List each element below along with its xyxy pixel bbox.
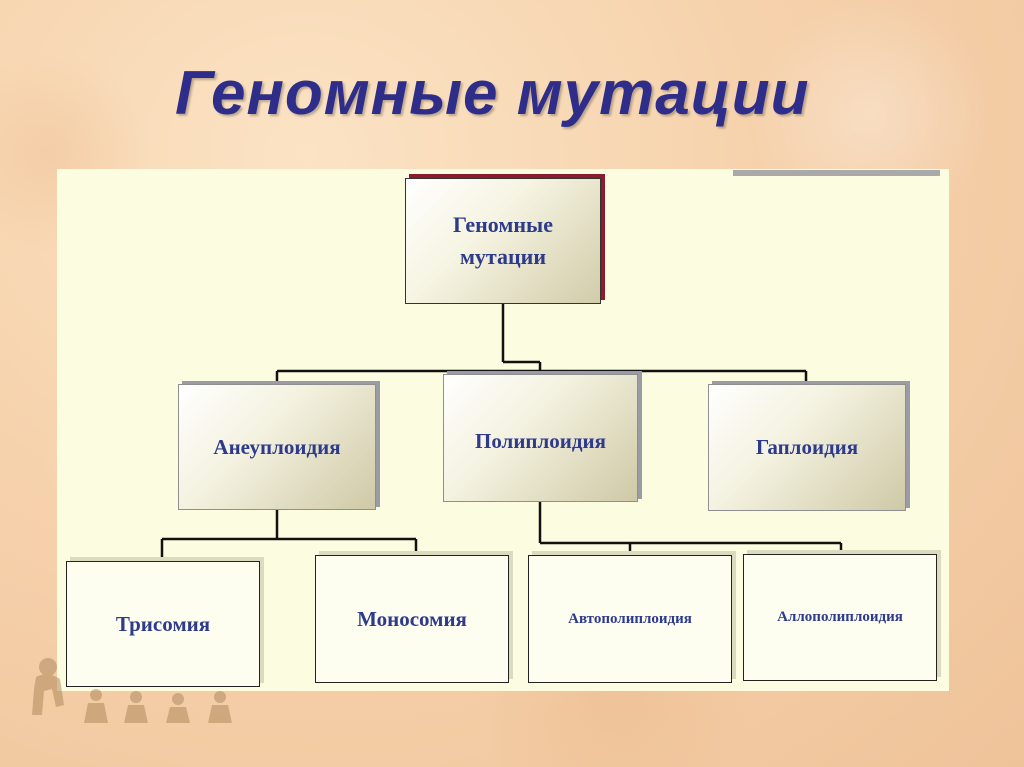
node-autopolyploidy: Автополиплоидия [528,555,732,683]
root-node-line2: мутации [459,244,547,269]
node-trisomy: Трисомия [66,561,260,687]
root-node-line1: Геномные [453,212,553,237]
decorative-bar [733,170,940,176]
node-monosomy: Моносомия [315,555,509,683]
node-allopolyploidy: Аллополиплоидия [743,554,937,681]
node-polyploidy-label: Полиплоидия [474,429,606,453]
node-polyploidy: Полиплоидия [443,374,638,502]
node-autopolyploidy-label: Автополиплоидия [568,610,692,627]
ape-figure-icon [32,674,64,715]
node-aneuploidy: Анеуплоидия [178,384,376,510]
node-monosomy-label: Моносомия [357,606,467,631]
node-haploidy-label: Гаплоидия [755,435,859,459]
node-aneuploidy-label: Анеуплоидия [213,434,341,459]
root-node-genomic-mutations: Геномные мутации [405,178,601,304]
slide-title: Геномные мутации [175,59,810,128]
figure-head-icon [39,658,57,676]
node-trisomy-label: Трисомия [115,611,211,636]
evolution-figures-decoration [32,658,232,723]
node-haploidy: Гаплоидия [708,384,906,511]
node-allopolyploidy-label: Аллополиплоидия [777,609,903,625]
